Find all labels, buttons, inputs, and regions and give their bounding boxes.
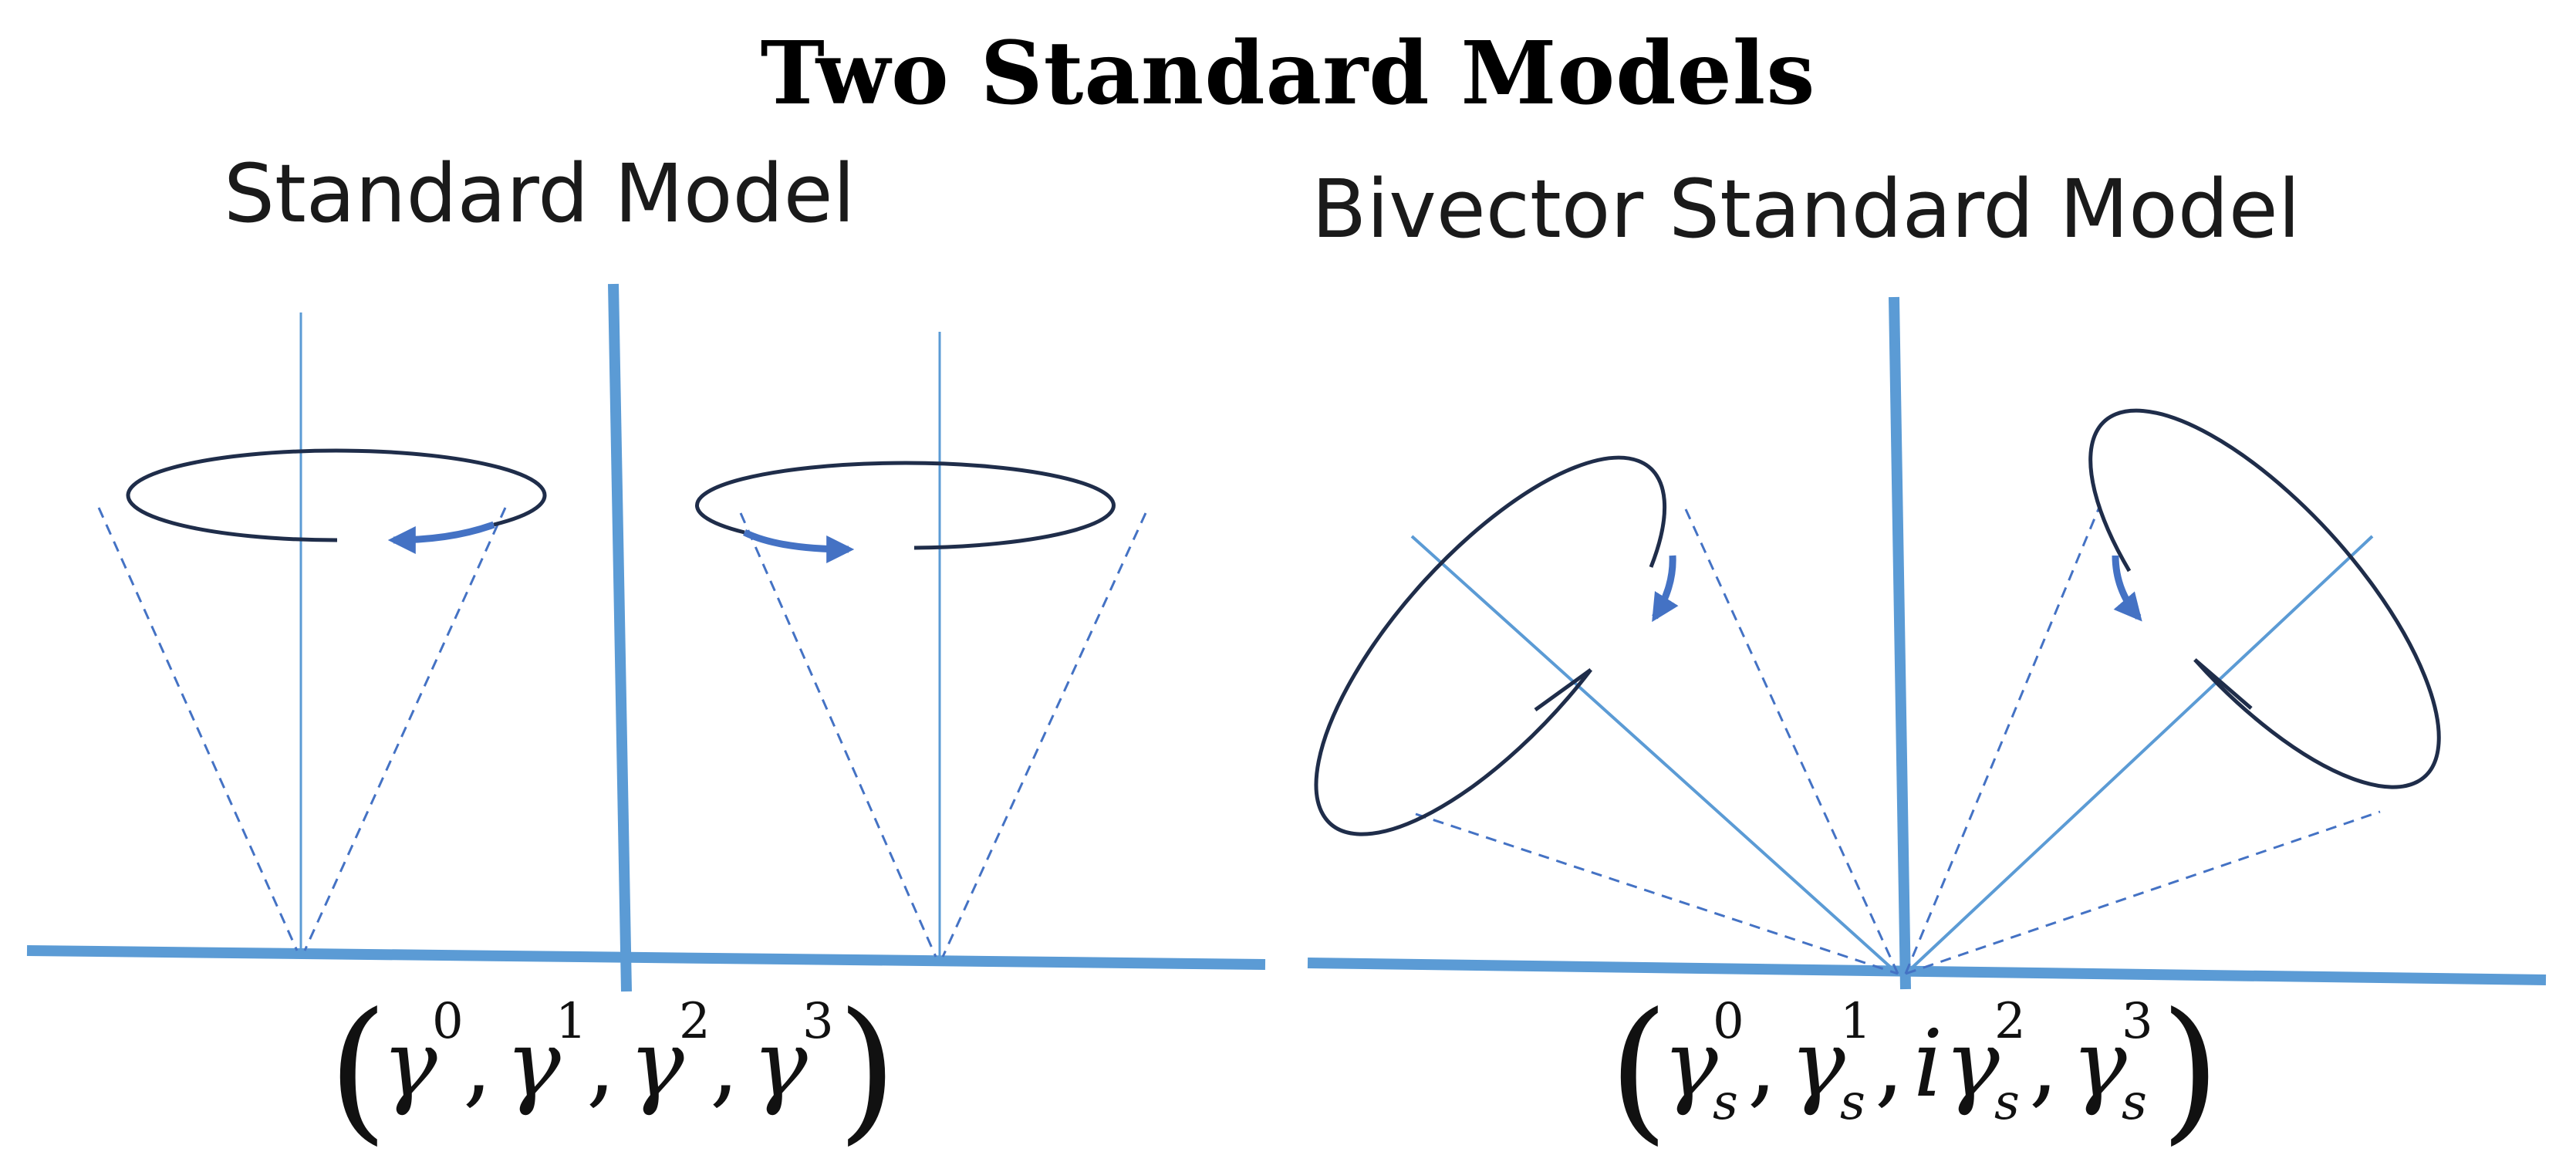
left-tilted-axis — [1410, 535, 1899, 975]
left-tilted-ring-closure — [1534, 667, 1592, 712]
formula-sup: 3 — [802, 993, 834, 1050]
formula-open-paren: ( — [328, 980, 388, 1160]
formula-separator: , — [463, 1011, 492, 1118]
formula-separator: , — [1875, 1011, 1904, 1118]
left-tilted-edge — [1415, 812, 1899, 975]
formula-sub: s — [2122, 1074, 2147, 1131]
right-tilted-edge — [1904, 505, 2102, 975]
formula-separator: , — [586, 1011, 616, 1118]
figure-title: Two Standard Models — [760, 23, 1816, 124]
formula-term: γ — [382, 1011, 437, 1118]
right-tilted-ring-closure — [2193, 658, 2253, 710]
right-ground-axis — [1307, 958, 2547, 985]
formula-sup: 0 — [1713, 993, 1744, 1050]
bivector-standard-model-formula: ( γ 0 s , γ 1 s , i γ 2 s , γ 3 s ) — [1609, 980, 2220, 1160]
formula-term: γ — [752, 1011, 808, 1118]
formula-sup: 0 — [432, 993, 464, 1050]
formula-term: γ — [629, 1011, 684, 1118]
right-cone-arrow — [743, 529, 855, 563]
right-cone-ring — [695, 461, 1116, 550]
formula-sub: s — [1713, 1074, 1738, 1131]
formula-sup: 2 — [679, 993, 711, 1050]
left-cone-edge — [303, 507, 507, 951]
bivector-standard-model-subtitle: Bivector Standard Model — [1312, 162, 2301, 256]
formula-sup: 3 — [2122, 993, 2153, 1050]
left-cone-edge — [97, 507, 299, 951]
right-tilted-cone — [1904, 408, 2441, 975]
right-vertical-axis — [1889, 296, 1911, 990]
left-cone-arrow — [387, 521, 495, 554]
right-tilted-ring — [2088, 408, 2441, 789]
left-ground-axis — [26, 945, 1266, 970]
formula-sup: 1 — [1840, 993, 1872, 1050]
right-tilted-axis — [1904, 535, 2374, 975]
right-tilted-edge — [1905, 810, 2381, 975]
formula-term: γ — [1663, 1011, 1718, 1118]
right-cone-edge — [941, 512, 1147, 958]
formula-term: γ — [1944, 1011, 2000, 1118]
formula-term: γ — [1790, 1011, 1845, 1118]
formula-close-paren: ) — [837, 980, 897, 1160]
formula-open-paren: ( — [1609, 980, 1669, 1160]
left-tilted-cone — [1314, 455, 1899, 975]
formula-sub: s — [1994, 1074, 2020, 1131]
formula-sub: s — [1840, 1074, 1865, 1131]
formula-term: γ — [505, 1011, 561, 1118]
bivector-standard-model-panel — [1307, 296, 2547, 990]
standard-model-panel — [26, 283, 1266, 992]
left-tilted-arrow — [1652, 555, 1679, 623]
right-cone — [695, 332, 1147, 958]
formula-sup: 2 — [1994, 993, 2026, 1050]
formula-separator: , — [710, 1011, 739, 1118]
left-tilted-edge — [1684, 508, 1899, 975]
left-cone-ring — [126, 448, 547, 542]
formula-separator: , — [2029, 1011, 2058, 1118]
formula-close-paren: ) — [2160, 980, 2220, 1160]
left-tilted-ring — [1314, 455, 1667, 836]
right-cone-edge — [739, 512, 937, 958]
standard-model-subtitle: Standard Model — [224, 147, 856, 241]
formula-sup: 1 — [555, 993, 587, 1050]
formula-separator: , — [1747, 1011, 1777, 1118]
right-tilted-arrow — [2112, 555, 2142, 622]
left-vertical-divider — [608, 283, 632, 992]
formula-term: γ — [2071, 1011, 2127, 1118]
standard-model-formula: ( γ 0 , γ 1 , γ 2 , γ 3 ) — [328, 980, 897, 1160]
formula-prefix: i — [1913, 1011, 1943, 1118]
left-cone — [97, 312, 547, 951]
